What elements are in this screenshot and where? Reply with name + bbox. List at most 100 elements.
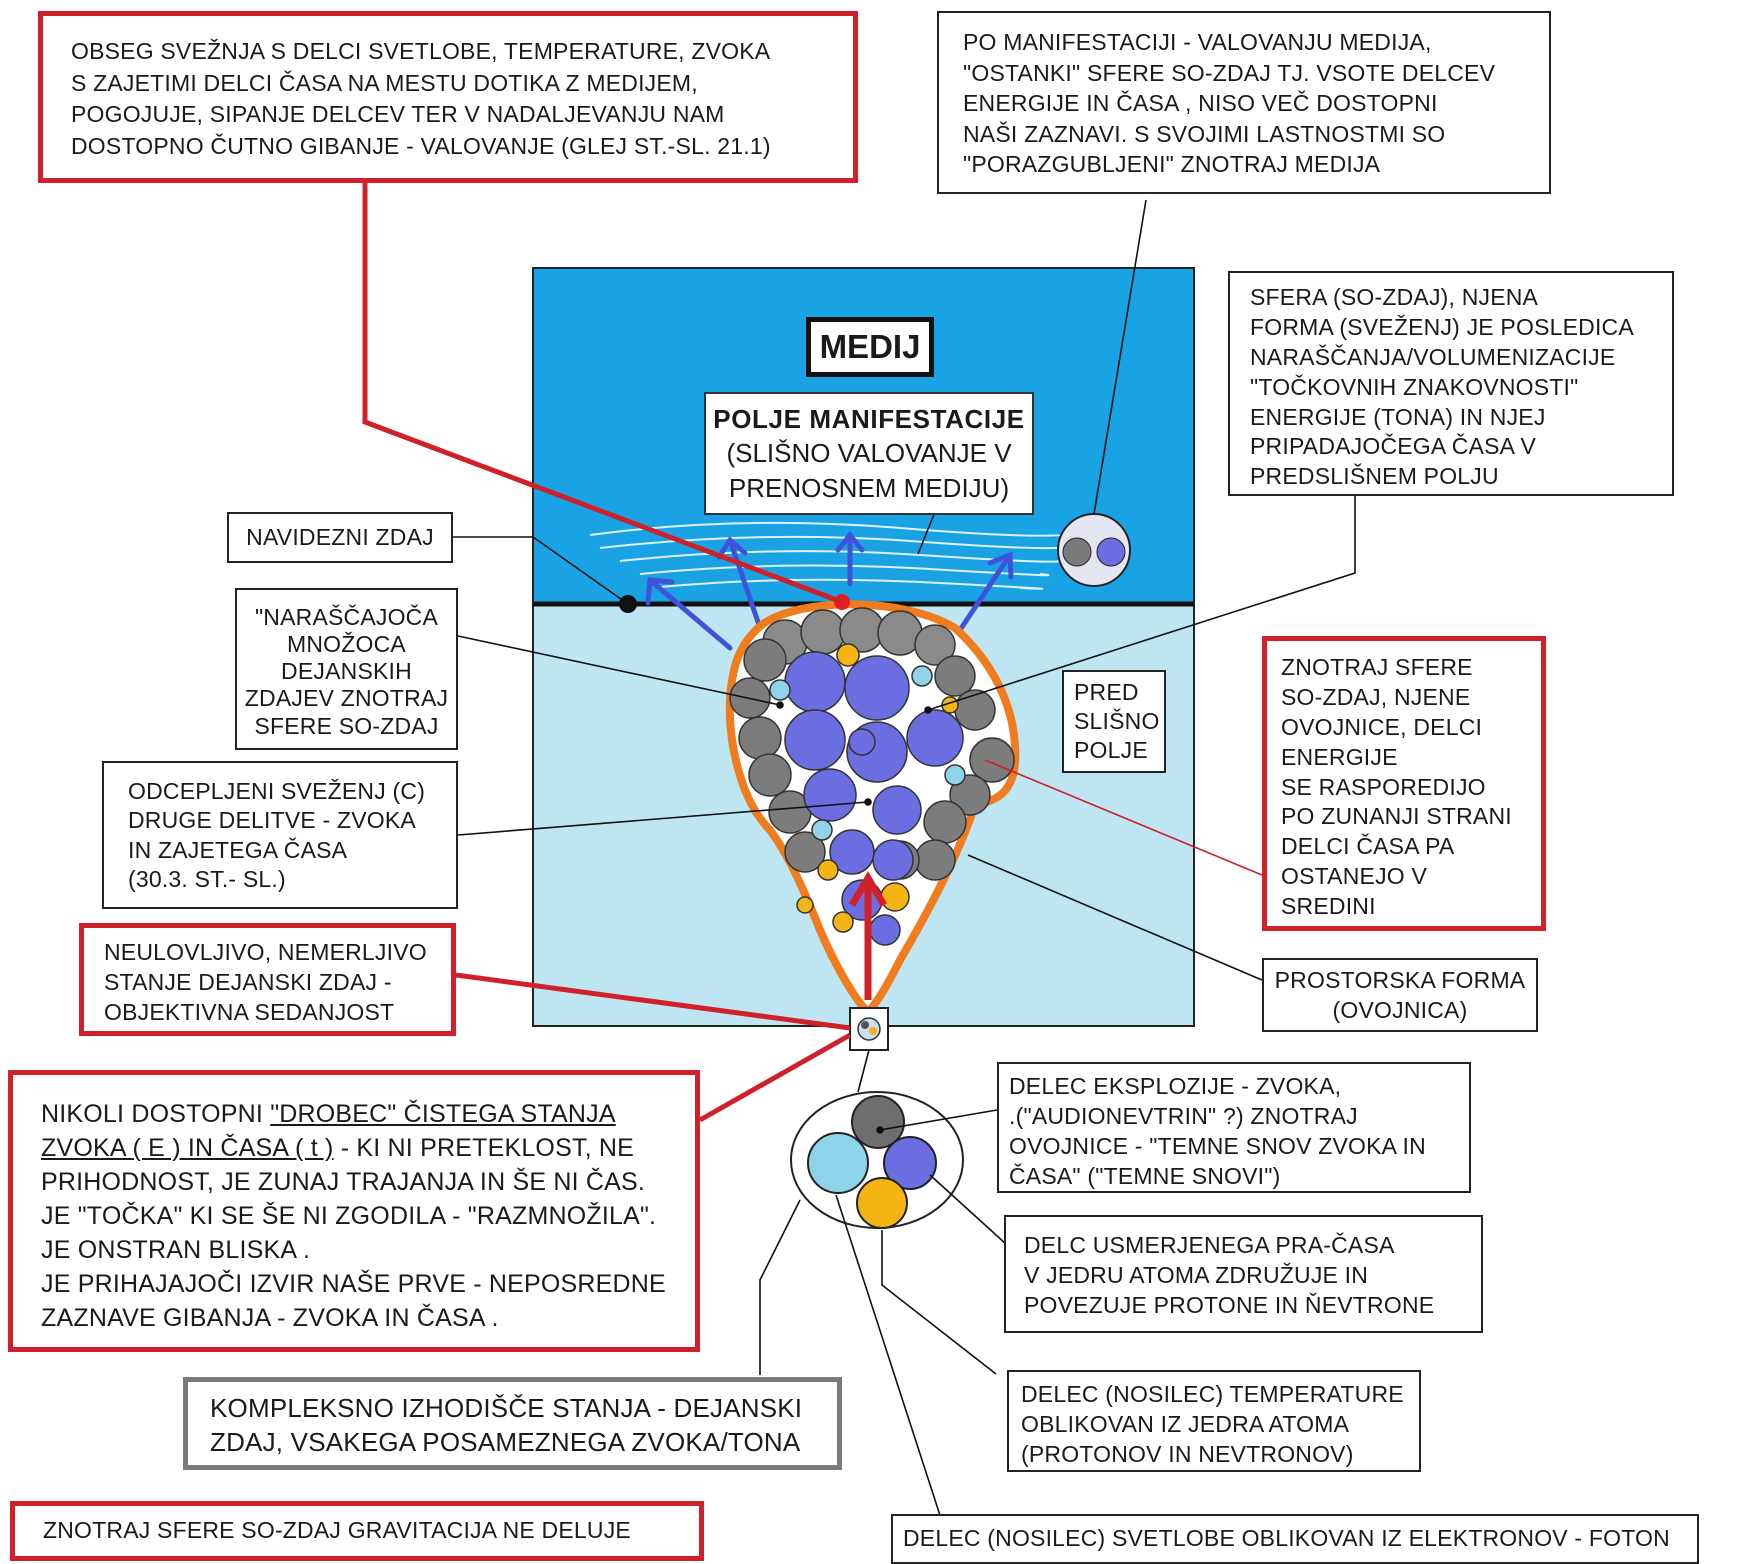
delc-usmerjenega-line-3: POVEZUJE PROTONE IN ŇEVTRONE xyxy=(1024,1291,1435,1318)
red-connector-lines xyxy=(362,182,1263,1123)
sfera-line-4: "TOČKOVNIH ZNAKOVNOSTI" xyxy=(1250,373,1579,400)
nikoli-underlined-2: ZVOKA ( E ) IN ČASA ( t ) xyxy=(41,1134,334,1162)
narascajoca-line-4: ZDAJEV ZNOTRAJ xyxy=(244,685,449,712)
delec-temperature-line-3: (PROTONOV IN NEVTRONOV) xyxy=(1021,1440,1354,1467)
nikoli-line-3: PRIHODNOST, JE ZUNAJ TRAJANJA IN ŠE NI Č… xyxy=(41,1168,646,1196)
kompleksno-box: KOMPLEKSNO IZHODIŠČE STANJA - DEJANSKI Z… xyxy=(183,1377,842,1470)
delc-usmerjenega-line-1: DELC USMERJENEGA PRA-ČASA xyxy=(1024,1232,1395,1258)
odcepljeni-box: ODCEPLJENI SVEŽENJ (C) DRUGE DELITVE - Z… xyxy=(102,761,458,909)
znotraj-sfere-line-4: ENERGIJE xyxy=(1281,743,1398,770)
prostorska-line-1: PROSTORSKA FORMA xyxy=(1274,967,1526,993)
polje-line-2: (SLIŠNO VALOVANJE V xyxy=(726,438,1012,469)
polje-manifestacije-box: POLJE MANIFESTACIJE (SLIŠNO VALOVANJE V … xyxy=(704,392,1034,515)
polje-title: POLJE MANIFESTACIJE xyxy=(713,404,1025,434)
connector-lines xyxy=(453,199,1356,1541)
znotraj-sfere-line-2: SO-ZDAJ, NJENE xyxy=(1281,683,1471,710)
neulovljivo-line-3: OBJEKTIVNA SEDANJOST xyxy=(104,998,395,1025)
po-manifestaciji-line-1: PO MANIFESTACIJI - VALOVANJU MEDIJA, xyxy=(963,29,1432,55)
nikoli-suffix: - KI NI PRETEKLOST, NE xyxy=(333,1134,635,1162)
sfera-box: SFERA (SO-ZDAJ), NJENA FORMA (SVEŽENJ) J… xyxy=(1228,271,1674,496)
predslisno-line-1: PRED xyxy=(1074,679,1139,705)
red-origin-arrow xyxy=(848,871,888,1000)
predslisno-box: PRED SLIŠNO POLJE xyxy=(1062,670,1166,773)
navidezni-zdaj-box: NAVIDEZNI ZDAJ xyxy=(227,512,453,563)
odcepljeni-line-4: (30.3. ST.- SL.) xyxy=(128,866,286,893)
po-manifestaciji-line-5: "PORAZGUBLJENI" ZNOTRAJ MEDIJA xyxy=(963,151,1381,178)
sfera-line-2: FORMA (SVEŽENJ) JE POSLEDICA xyxy=(1250,313,1634,340)
narascajoca-line-2: MNOŽOCA xyxy=(287,631,406,658)
nikoli-line-2: ZVOKA ( E ) IN ČASA ( t ) - KI NI PRETEK… xyxy=(41,1131,695,1165)
predslisno-line-3: POLJE xyxy=(1074,736,1148,763)
delec-eksplozije-line-1: DELEC EKSPLOZIJE - ZVOKA, xyxy=(1009,1073,1342,1099)
sphere-particles xyxy=(729,607,1015,946)
znotraj-sfere-line-8: OSTANEJO V xyxy=(1281,863,1427,890)
nikoli-underlined-1: "DROBEC" ČISTEGA STANJA xyxy=(270,1100,616,1128)
znotraj-sfere-line-3: OVOJNICE, DELCI xyxy=(1281,713,1483,740)
odcepljeni-line-2: DRUGE DELITVE - ZVOKA xyxy=(128,807,416,834)
obseg-line-2: S ZAJETIMI DELCI ČASA NA MESTU DOTIKA Z … xyxy=(71,69,698,96)
odcepljeni-line-3: IN ZAJETEGA ČASA xyxy=(128,836,348,863)
nikoli-line-6: JE PRIHAJAJOČI IZVIR NAŠE PRVE - NEPOSRE… xyxy=(41,1270,666,1298)
sfera-line-6: PRIPADAJOČEGA ČASA V xyxy=(1250,433,1537,460)
sound-waves xyxy=(589,521,1081,590)
znotraj-sfere-line-9: SREDINI xyxy=(1281,893,1376,920)
znotraj-sfere-line-1: ZNOTRAJ SFERE xyxy=(1281,654,1473,680)
medij-label: MEDIJ xyxy=(806,317,934,377)
delc-usmerjenega-line-2: V JEDRU ATOMA ZDRUŽUJE IN xyxy=(1024,1261,1369,1288)
obseg-line-3: POGOJUJE, SIPANJE DELCEV TER V NADALJEVA… xyxy=(71,101,725,128)
narascajoca-line-5: SFERE SO-ZDAJ xyxy=(254,712,439,739)
nikoli-line-4: JE "TOČKA" KI SE ŠE NI ZGODILA - "RAZMNO… xyxy=(41,1202,657,1230)
obseg-line-1: OBSEG SVEŽNJA S DELCI SVETLOBE, TEMPERAT… xyxy=(71,38,771,64)
delc-usmerjenega-box: DELC USMERJENEGA PRA-ČASA V JEDRU ATOMA … xyxy=(1004,1215,1483,1333)
predslisno-line-2: SLIŠNO xyxy=(1074,707,1160,734)
po-manifestaciji-line-2: "OSTANKI" SFERE SO-ZDAJ TJ. VSOTE DELCEV xyxy=(963,59,1496,86)
narascajoca-line-1: "NARAŠČAJOČA xyxy=(254,604,439,630)
delec-eksplozije-box: DELEC EKSPLOZIJE - ZVOKA, .("AUDIONEVTRI… xyxy=(997,1062,1471,1193)
znotraj-sfere-line-5: SE RASPOREDIJO xyxy=(1281,773,1486,800)
gravitacija-box: ZNOTRAJ SFERE SO-ZDAJ GRAVITACIJA NE DEL… xyxy=(10,1501,704,1561)
znotraj-sfere-line-6: PO ZUNANJI STRANI xyxy=(1281,803,1512,830)
po-manifestaciji-line-4: NAŠI ZAZNAVI. S SVOJIMI LASTNOSTMI SO xyxy=(963,120,1446,147)
sfera-line-3: NARAŠČANJA/VOLUMENIZACIJE xyxy=(1250,343,1616,370)
svetloba-box: DELEC (NOSILEC) SVETLOBE OBLIKOVAN IZ EL… xyxy=(891,1514,1699,1564)
znotraj-sfere-line-7: DELCI ČASA PA xyxy=(1281,833,1455,860)
navidezni-zdaj-label: NAVIDEZNI ZDAJ xyxy=(246,524,434,550)
delec-temperature-line-1: DELEC (NOSILEC) TEMPERATURE xyxy=(1021,1381,1404,1407)
neulovljivo-line-1: NEULOVLJIVO, NEMERLJIVO xyxy=(104,939,427,965)
svetloba-text: DELEC (NOSILEC) SVETLOBE OBLIKOVAN IZ EL… xyxy=(903,1525,1670,1551)
delec-eksplozije-line-3: OVOJNICE - "TEMNE SNOV ZVOKA IN xyxy=(1009,1132,1426,1159)
neulovljivo-box: NEULOVLJIVO, NEMERLJIVO STANJE DEJANSKI … xyxy=(79,923,456,1036)
nikoli-prefix: NIKOLI DOSTOPNI xyxy=(41,1100,271,1128)
kompleksno-line-1: KOMPLEKSNO IZHODIŠČE STANJA - DEJANSKI xyxy=(210,1393,803,1423)
neulovljivo-line-2: STANJE DEJANSKI ZDAJ - xyxy=(104,968,392,995)
sfera-line-1: SFERA (SO-ZDAJ), NJENA xyxy=(1250,284,1539,310)
nikoli-line-5: JE ONSTRAN BLISKA . xyxy=(41,1236,311,1264)
obseg-line-4: DOSTOPNO ČUTNO GIBANJE - VALOVANJE (GLEJ… xyxy=(71,133,771,160)
delec-temperature-line-2: OBLIKOVAN IZ JEDRA ATOMA xyxy=(1021,1410,1350,1437)
gravitacija-text: ZNOTRAJ SFERE SO-ZDAJ GRAVITACIJA NE DEL… xyxy=(43,1517,631,1543)
odcepljeni-line-1: ODCEPLJENI SVEŽENJ (C) xyxy=(128,778,426,804)
po-manifestaciji-line-3: ENERGIJE IN ČASA , NISO VEČ DOSTOPNI xyxy=(963,90,1438,117)
sfera-line-7: PREDSLIŠNEM POLJU xyxy=(1250,463,1499,490)
delec-eksplozije-line-2: .("AUDIONEVTRIN" ?) ZNOTRAJ xyxy=(1009,1102,1358,1129)
prostorska-forma-box: PROSTORSKA FORMA (OVOJNICA) xyxy=(1262,958,1538,1032)
sfera-line-5: ENERGIJE (TONA) IN NJEJ xyxy=(1250,403,1546,430)
nikoli-box: NIKOLI DOSTOPNI "DROBEC" ČISTEGA STANJA … xyxy=(8,1070,700,1352)
particle-legend-ring xyxy=(790,1091,964,1229)
narascajoca-line-3: DEJANSKIH xyxy=(281,658,412,685)
nikoli-line-1: NIKOLI DOSTOPNI "DROBEC" ČISTEGA STANJA xyxy=(41,1097,695,1131)
prostorska-line-2: (OVOJNICA) xyxy=(1332,996,1468,1023)
polje-line-3: PRENOSNEM MEDIJU) xyxy=(728,472,1010,503)
po-manifestaciji-box: PO MANIFESTACIJI - VALOVANJU MEDIJA, "OS… xyxy=(937,11,1551,194)
remnant-sphere xyxy=(1057,513,1131,587)
delec-eksplozije-line-4: ČASA" ("TEMNE SNOVI") xyxy=(1009,1162,1281,1189)
delec-temperature-box: DELEC (NOSILEC) TEMPERATURE OBLIKOVAN IZ… xyxy=(1007,1370,1421,1472)
nikoli-line-7: ZAZNAVE GIBANJA - ZVOKA IN ČASA . xyxy=(41,1304,499,1332)
origin-point-box xyxy=(849,1007,889,1051)
emission-arrows xyxy=(645,530,1014,651)
obseg-box: OBSEG SVEŽNJA S DELCI SVETLOBE, TEMPERAT… xyxy=(38,11,858,183)
znotraj-sfere-box: ZNOTRAJ SFERE SO-ZDAJ, NJENE OVOJNICE, D… xyxy=(1262,636,1546,931)
narascajoca-box: "NARAŠČAJOČA MNOŽOCA DEJANSKIH ZDAJEV ZN… xyxy=(235,588,458,750)
kompleksno-line-2: ZDAJ, VSAKEGA POSAMEZNEGA ZVOKA/TONA xyxy=(210,1426,801,1457)
